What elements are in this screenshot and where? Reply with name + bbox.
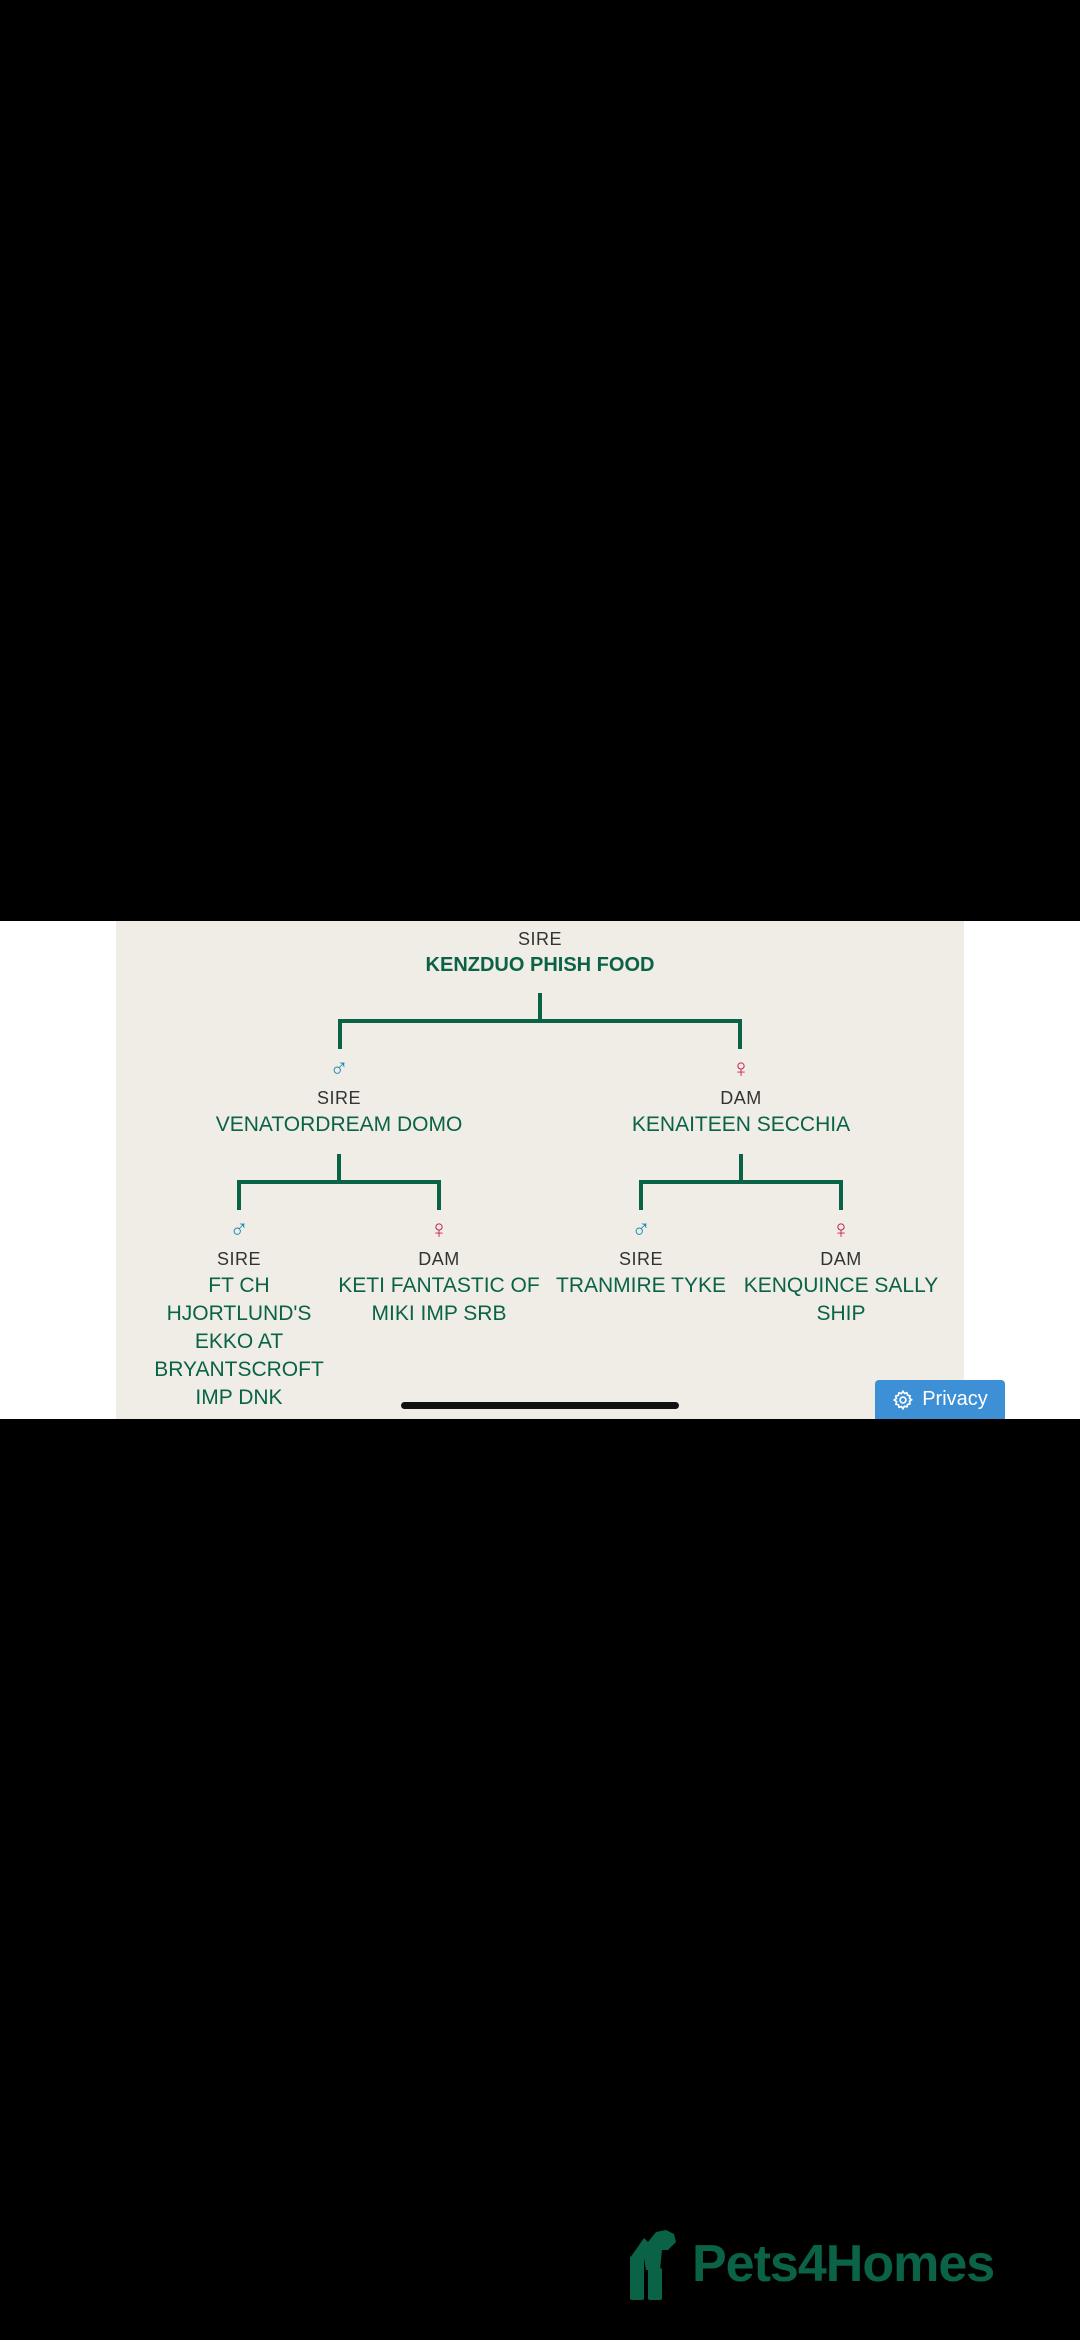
name-line: KETI FANTASTIC OF: [338, 1274, 540, 1297]
male-symbol-icon: ♂: [631, 1214, 651, 1244]
home-indicator[interactable]: [401, 1402, 679, 1409]
dog-silhouette-icon: [630, 2230, 676, 2300]
name-line: BRYANTSCROFT: [154, 1358, 324, 1381]
gear-icon: [893, 1389, 914, 1410]
root-name[interactable]: KENZDUO PHISH FOOD: [425, 954, 655, 976]
content-strip: SIRE KENZDUO PHISH FOOD ♂ SIRE VENATORDR…: [0, 921, 1080, 1419]
male-symbol-icon: ♂: [329, 1053, 349, 1083]
female-symbol-icon: ♀: [831, 1214, 851, 1244]
parent-dam-name[interactable]: KENAITEEN SECCHIA: [631, 1113, 851, 1136]
name-line: SHIP: [816, 1302, 866, 1325]
parent-dam-role: DAM: [720, 1088, 762, 1108]
privacy-label: Privacy: [922, 1388, 988, 1410]
name-line: FT CH: [208, 1274, 270, 1297]
name-line: MIKI IMP SRB: [371, 1302, 507, 1325]
name-line: TRANMIRE TYKE: [556, 1274, 726, 1297]
grandparent-3-role: DAM: [820, 1249, 862, 1269]
grandparent-1-role: DAM: [418, 1249, 460, 1269]
privacy-button[interactable]: Privacy: [875, 1380, 1005, 1419]
root-role: SIRE: [517, 929, 562, 949]
grandparent-2-role: SIRE: [618, 1249, 663, 1269]
name-line: KENQUINCE SALLY: [743, 1274, 939, 1297]
parent-sire-name[interactable]: VENATORDREAM DOMO: [215, 1113, 463, 1136]
pedigree-panel: SIRE KENZDUO PHISH FOOD ♂ SIRE VENATORDR…: [116, 921, 964, 1419]
grandparent-0-role: SIRE: [216, 1249, 261, 1269]
grandparent-1-name[interactable]: KETI FANTASTIC OF MIKI IMP SRB: [334, 1272, 544, 1328]
female-symbol-icon: ♀: [731, 1053, 751, 1083]
female-symbol-icon: ♀: [429, 1214, 449, 1244]
grandparent-0-name[interactable]: FT CH HJORTLUND'S EKKO AT BRYANTSCROFT I…: [139, 1272, 339, 1412]
pedigree-connector-lines: [237, 993, 843, 1210]
name-line: IMP DNK: [195, 1386, 283, 1409]
logo-text: Pets4Homes: [692, 2235, 995, 2293]
name-line: HJORTLUND'S: [166, 1302, 312, 1325]
grandparent-3-name[interactable]: KENQUINCE SALLY SHIP: [741, 1272, 941, 1328]
grandparent-2-name[interactable]: TRANMIRE TYKE: [541, 1272, 741, 1300]
name-line: EKKO AT: [194, 1330, 284, 1353]
male-symbol-icon: ♂: [229, 1214, 249, 1244]
parent-sire-role: SIRE: [316, 1088, 361, 1108]
pets4homes-logo: Pets4Homes: [626, 2226, 1006, 2302]
